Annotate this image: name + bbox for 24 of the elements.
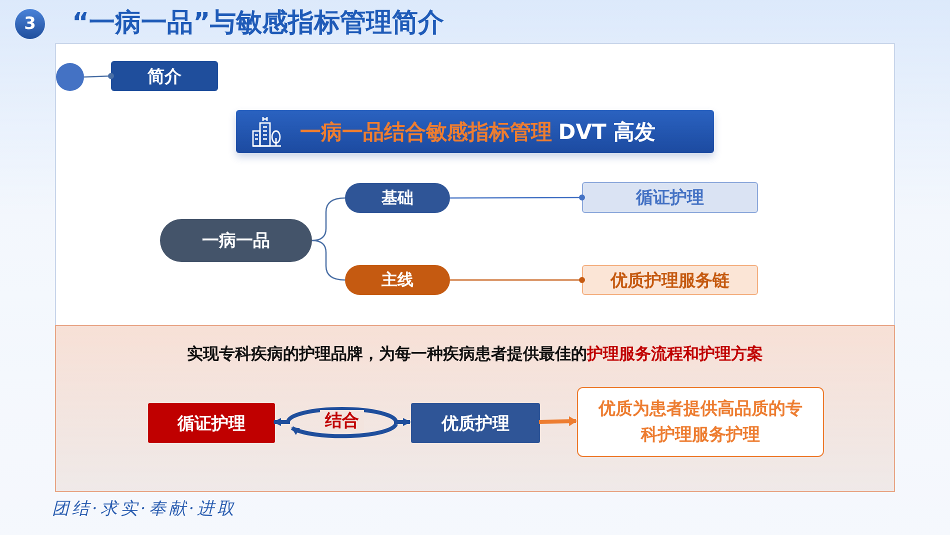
connector-line [312, 197, 346, 242]
content-box: 循证护理 [582, 182, 758, 213]
topic-pill: 一病一品 [160, 219, 312, 262]
result-box: 优质为患者提供高品质的专科护理服务护理 [577, 387, 824, 457]
section-tab: 简介 [111, 61, 218, 91]
category-pill: 基础 [345, 183, 450, 213]
connector-line [450, 277, 585, 283]
cycle-arrows [273, 407, 411, 438]
concept-box: 优质护理 [411, 403, 540, 443]
concept-box: 循证护理 [148, 403, 275, 443]
title: “一病一品”与敏感指标管理简介 [72, 7, 444, 40]
connector-line [450, 194, 585, 200]
step-number-circle: 3 [15, 9, 45, 39]
motto-text: 团结·求实·奉献·进取 [52, 498, 238, 520]
edge-label: 结合 [320, 410, 364, 432]
banner [236, 110, 714, 153]
chevron-arrow [538, 416, 577, 426]
summary-sentence: 实现专科疾病的护理品牌，为每一种疾病患者提供最佳的护理服务流程和护理方案 [187, 344, 763, 365]
connector-line [312, 240, 346, 281]
banner-heading: 一病一品结合敏感指标管理 DVT 高发 [300, 118, 656, 146]
content-box: 优质护理服务链 [582, 265, 758, 295]
category-pill: 主线 [345, 265, 450, 295]
summary-panel [55, 325, 895, 492]
connector-line [84, 73, 114, 79]
